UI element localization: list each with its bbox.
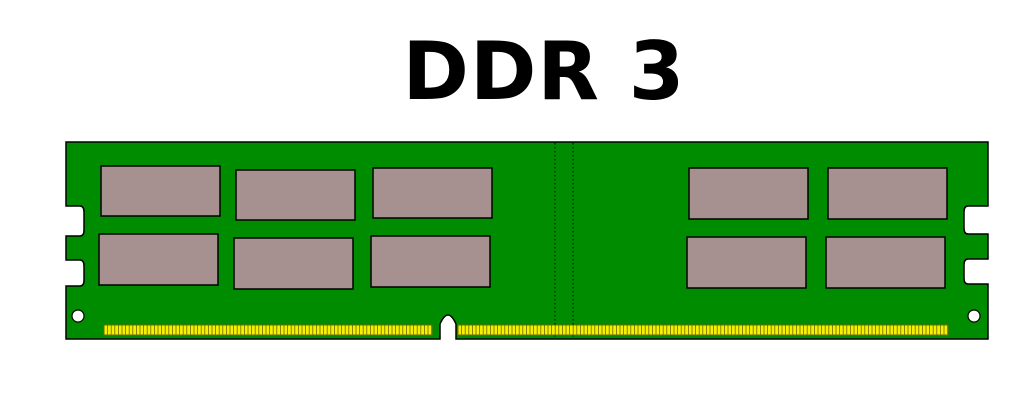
mounting-hole [967, 309, 981, 323]
diagram-title: DDR 3 [402, 25, 686, 118]
contact-pins-right [457, 324, 949, 336]
memory-chip [100, 165, 221, 217]
memory-chip [688, 167, 809, 220]
mounting-hole [71, 309, 85, 323]
memory-chip [372, 167, 493, 219]
memory-chip [370, 235, 491, 288]
memory-chip [825, 236, 946, 289]
memory-chip [98, 233, 219, 286]
contact-pins-left [103, 324, 433, 336]
memory-chip [233, 237, 354, 290]
memory-chip [235, 169, 356, 221]
memory-chip [827, 167, 948, 220]
memory-chip [686, 236, 807, 289]
